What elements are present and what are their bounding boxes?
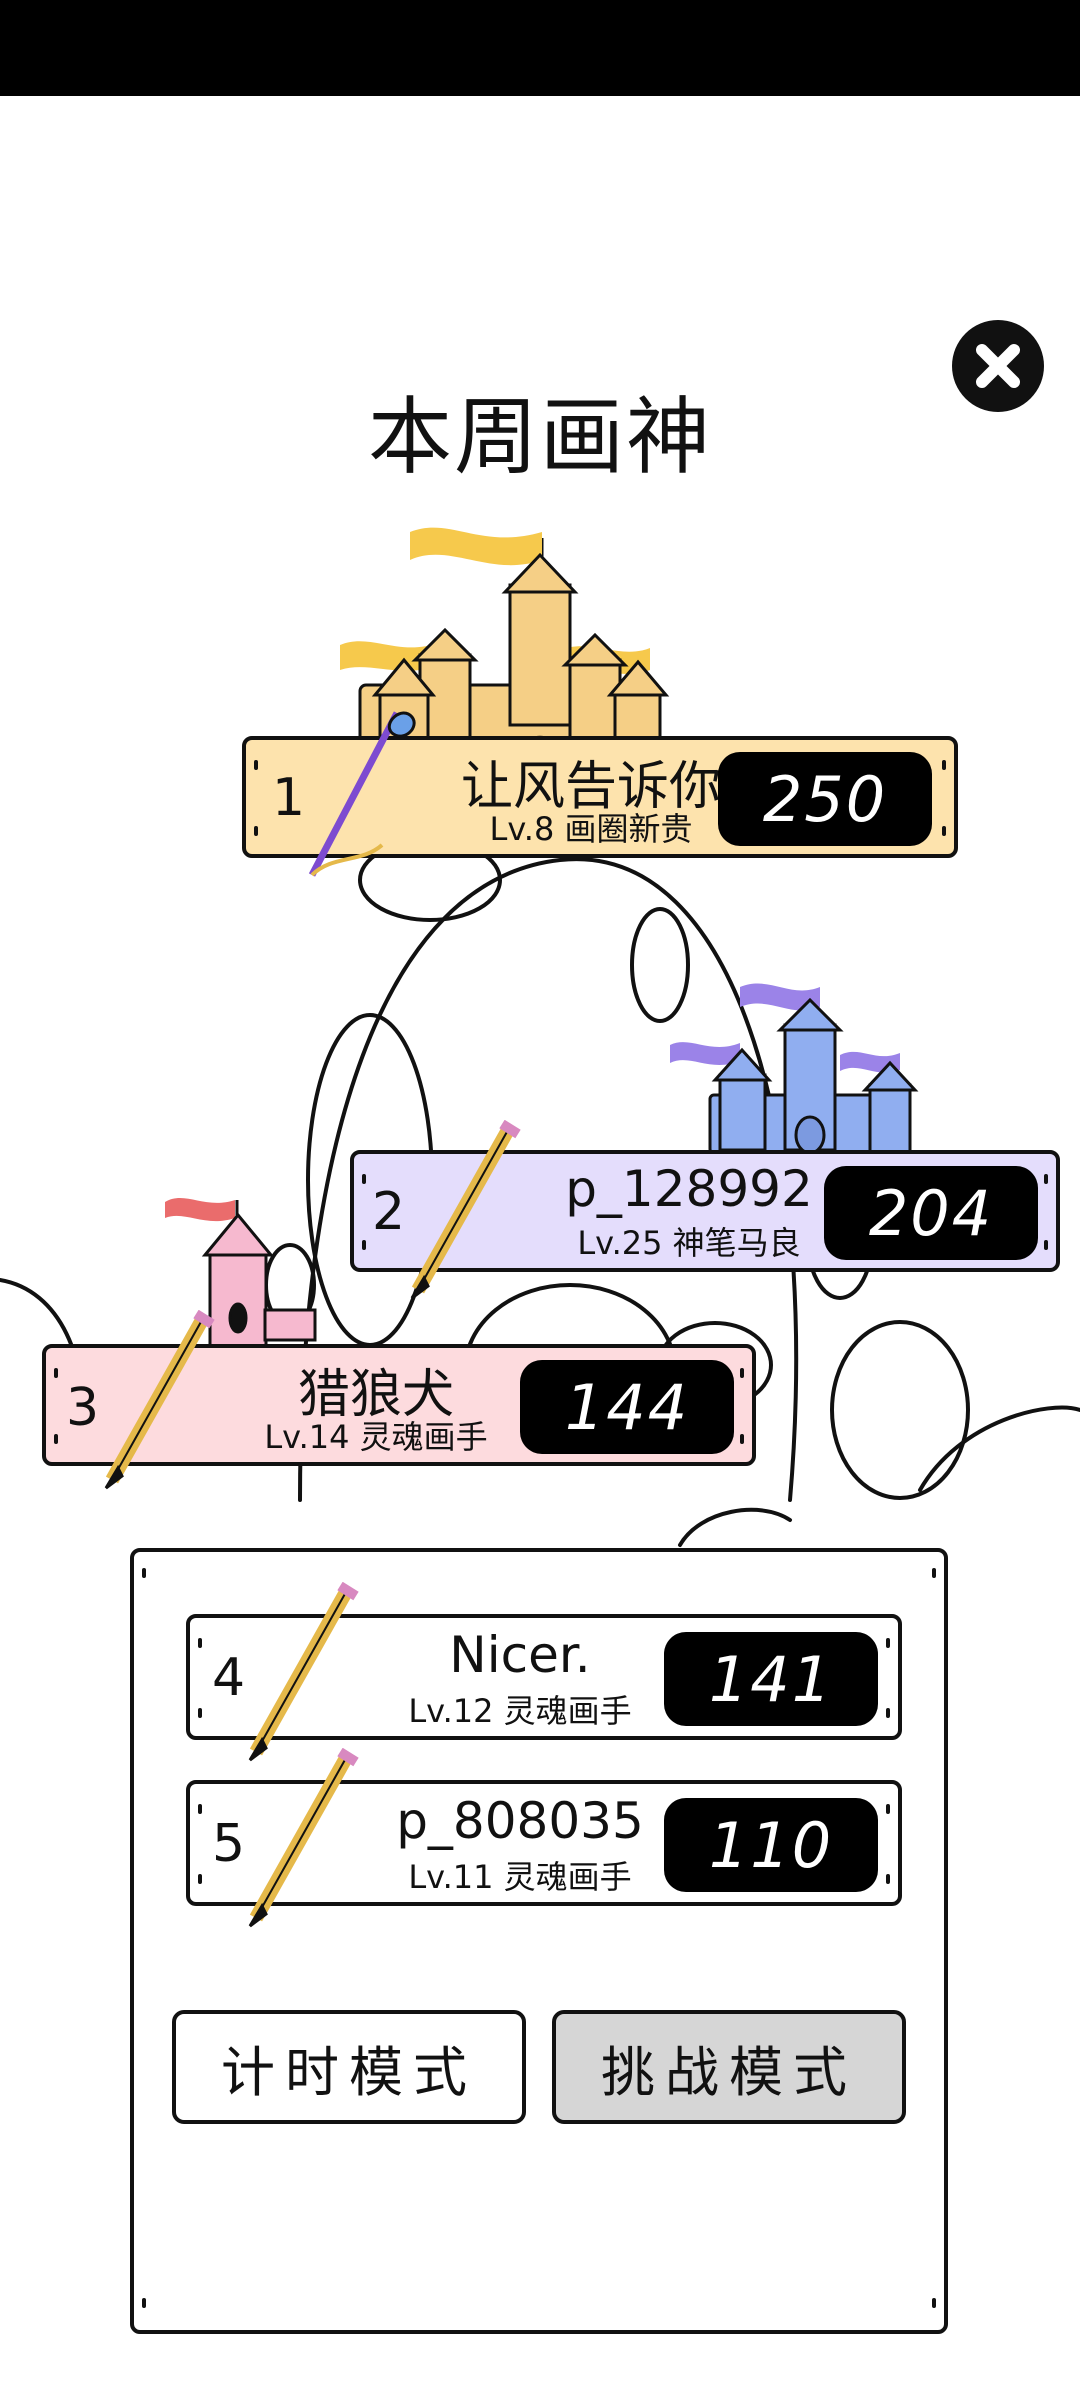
player-level: Lv.8 画圈新贵	[489, 810, 693, 848]
nail	[54, 1368, 58, 1378]
castle-icon	[340, 527, 670, 745]
status-bar	[0, 0, 1080, 96]
nail	[362, 1174, 366, 1184]
nail	[1044, 1240, 1048, 1250]
close-icon	[976, 344, 1020, 388]
score-badge: 250	[718, 752, 932, 846]
nail	[142, 2298, 146, 2308]
ranking-row-3: 3 猎狼犬 Lv.14 灵魂画手 144	[42, 1344, 756, 1466]
score-badge: 204	[824, 1166, 1038, 1260]
nail	[142, 1568, 146, 1578]
nail	[886, 1804, 890, 1814]
nail	[198, 1874, 202, 1884]
rank-number: 3	[66, 1378, 100, 1438]
rank-number: 5	[212, 1814, 246, 1874]
nail	[362, 1240, 366, 1250]
player-name: 猎狼犬	[297, 1365, 454, 1425]
nail	[198, 1804, 202, 1814]
page-title: 本周画神	[367, 388, 712, 486]
nail	[1044, 1174, 1048, 1184]
player-name: 让风告诉你	[460, 757, 721, 817]
player-name: p_128992	[565, 1160, 813, 1218]
nail	[198, 1638, 202, 1648]
rank-number: 2	[372, 1182, 406, 1242]
timed-mode-button[interactable]: 计时模式	[172, 2010, 526, 2124]
score-badge: 144	[520, 1360, 734, 1454]
ranking-row-4: 4 Nicer. Lv.12 灵魂画手 141	[186, 1614, 902, 1740]
player-level: Lv.14 灵魂画手	[264, 1418, 488, 1456]
ranking-row-2: 2 p_128992 Lv.25 神笔马良 204	[350, 1150, 1060, 1272]
player-level: Lv.12 灵魂画手	[408, 1692, 632, 1730]
nail	[740, 1368, 744, 1378]
challenge-mode-button[interactable]: 挑战模式	[552, 2010, 906, 2124]
nail	[942, 760, 946, 770]
nail	[740, 1434, 744, 1444]
nail	[932, 2298, 936, 2308]
ranking-row-1: 1 让风告诉你 Lv.8 画圈新贵 250	[242, 736, 958, 858]
rank-number: 4	[212, 1648, 246, 1708]
nail	[886, 1708, 890, 1718]
nail	[54, 1434, 58, 1444]
nail	[942, 826, 946, 836]
score-badge: 110	[664, 1798, 878, 1892]
player-name: p_808035	[396, 1792, 644, 1850]
score-badge: 141	[664, 1632, 878, 1726]
nail	[886, 1638, 890, 1648]
nail	[198, 1708, 202, 1718]
castle-icon	[670, 983, 919, 1155]
rank-number: 1	[272, 768, 306, 828]
ranking-row-5: 5 p_808035 Lv.11 灵魂画手 110	[186, 1780, 902, 1906]
nail	[254, 760, 258, 770]
player-name: Nicer.	[449, 1626, 591, 1684]
player-level: Lv.11 灵魂画手	[408, 1858, 632, 1896]
player-level: Lv.25 神笔马良	[577, 1224, 801, 1262]
nail	[932, 1568, 936, 1578]
nail	[254, 826, 258, 836]
close-button[interactable]	[952, 320, 1044, 412]
castle-icon	[165, 1198, 317, 1350]
nail	[886, 1874, 890, 1884]
